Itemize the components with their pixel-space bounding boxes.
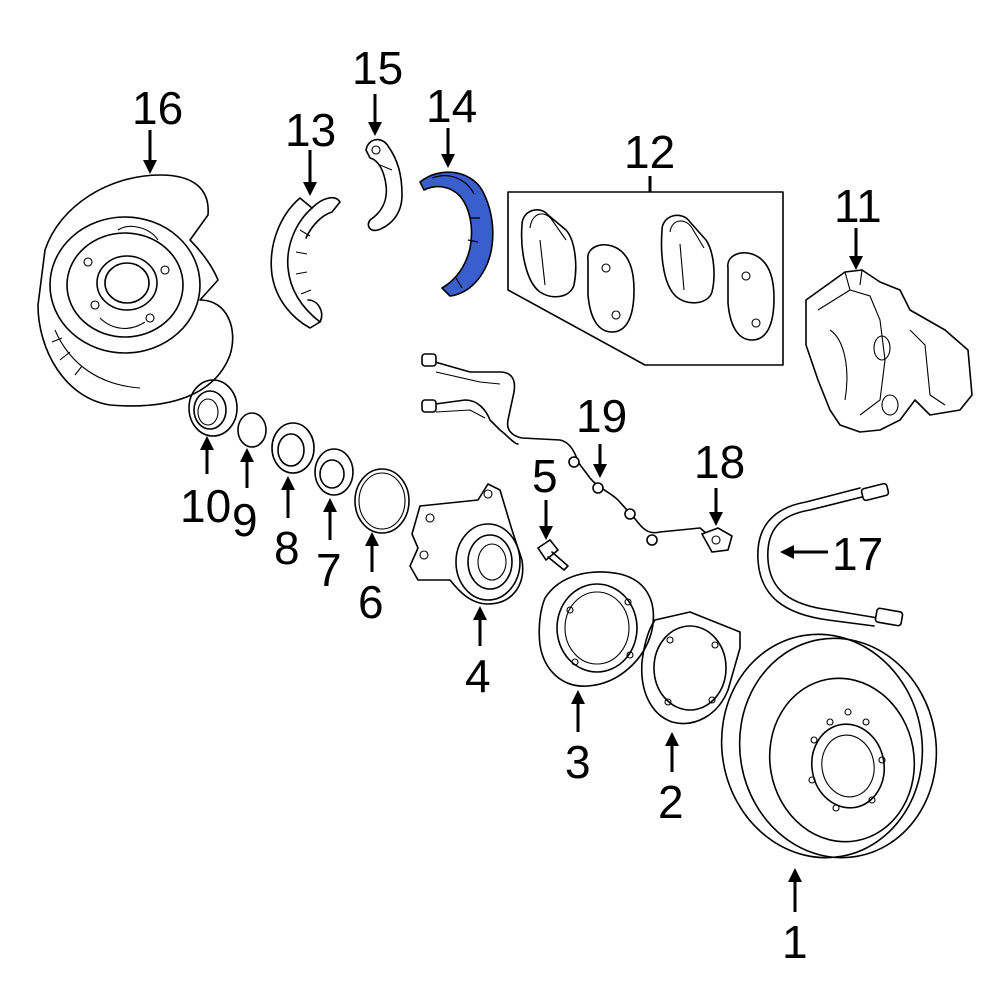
label-9: 9	[232, 494, 258, 546]
label-1: 1	[782, 916, 808, 968]
part-3-flange-plate[interactable]	[538, 571, 655, 687]
label-14: 14	[426, 80, 477, 132]
label-12: 12	[624, 126, 675, 178]
part-14-parking-brake-shoe[interactable]	[419, 171, 494, 297]
label-11: 11	[834, 180, 882, 232]
label-16: 16	[132, 82, 183, 134]
label-18: 18	[694, 436, 745, 488]
label-17: 17	[832, 528, 883, 580]
part-10-oil-seal[interactable]	[188, 379, 238, 437]
label-8: 8	[274, 522, 300, 574]
part-1-brake-rotor[interactable]	[704, 618, 954, 873]
callout-arrows	[143, 94, 863, 912]
label-10: 10	[180, 480, 231, 532]
label-2: 2	[658, 776, 684, 828]
part-9-snap-ring[interactable]	[237, 412, 267, 448]
part-4-axle-hub[interactable]	[409, 483, 524, 605]
part-15-shoe-hardware[interactable]	[365, 138, 403, 232]
part-17-brake-hose[interactable]	[757, 482, 904, 627]
label-7: 7	[316, 544, 342, 596]
part-7-bearing[interactable]	[314, 448, 354, 496]
part-11-brake-caliper[interactable]	[805, 269, 973, 433]
label-19: 19	[576, 390, 627, 442]
label-13: 13	[285, 104, 336, 156]
part-19-abs-wire-harness[interactable]	[421, 353, 713, 546]
part-12-brake-pad-set[interactable]	[507, 191, 784, 366]
part-6-o-ring[interactable]	[354, 468, 410, 534]
callout-labels: 16 13 15 14 12 11 10 9 8 7 6 5 4 3 2 1 1…	[132, 42, 883, 968]
part-16-backing-plate[interactable]	[37, 174, 234, 407]
part-13-brake-shoe[interactable]	[270, 196, 341, 329]
label-15: 15	[352, 42, 403, 94]
part-2-shield-ring[interactable]	[640, 611, 741, 725]
label-4: 4	[465, 650, 491, 702]
label-6: 6	[358, 576, 384, 628]
part-8-bearing[interactable]	[271, 422, 315, 474]
label-3: 3	[565, 736, 591, 788]
part-18-abs-sensor[interactable]	[700, 527, 733, 553]
label-5: 5	[532, 450, 558, 502]
part-5-bolt[interactable]	[536, 538, 569, 571]
